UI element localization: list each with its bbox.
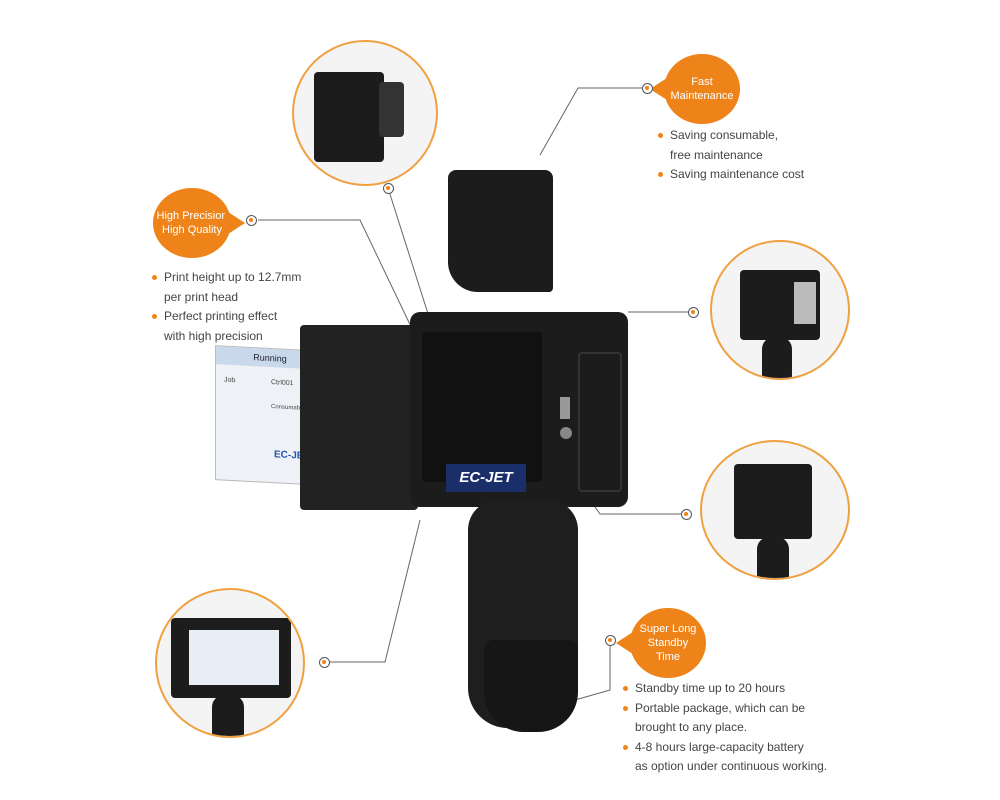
- bullet-text: per print head: [164, 289, 239, 304]
- bullet-text: with high precision: [164, 328, 263, 343]
- callout-dot: [383, 183, 394, 194]
- feature-list-standby-time: Standby time up to 20 hours Portable pac…: [623, 679, 827, 777]
- feature-bullet: 4-8 hours large-capacity battery as optio…: [623, 738, 827, 777]
- callout-dot: [681, 509, 692, 520]
- feature-bullet: Saving maintenance cost: [658, 165, 804, 185]
- cartridge-clip: [379, 82, 404, 137]
- bullet-text: brought to any place.: [635, 720, 748, 734]
- detail-circle-side-view: [710, 240, 850, 380]
- callout-dot: [605, 635, 616, 646]
- printer-body: EC-JET: [410, 312, 628, 507]
- screen-job-value: Ctrl001: [271, 379, 294, 388]
- bullet-text: 4-8 hours large-capacity battery: [635, 739, 804, 754]
- screen-cover: [300, 325, 418, 510]
- printer-handle-photo: [762, 337, 792, 378]
- side-frame: [578, 352, 622, 492]
- badge-text: Fast: [691, 76, 713, 88]
- feature-list-fast-maintenance: Saving consumable, free maintenance Savin…: [658, 126, 804, 185]
- battery-cap: [484, 640, 578, 732]
- badge-text: Standby: [647, 637, 689, 649]
- printer-handle-photo: [212, 695, 244, 736]
- callout-dot: [246, 215, 257, 226]
- bullet-text: as option under continuous working.: [635, 759, 828, 773]
- badge-text: High Quality: [162, 224, 222, 236]
- screen-job-label: Job: [224, 376, 236, 385]
- detail-circle-back-view: [700, 440, 850, 580]
- callout-dot: [319, 657, 330, 668]
- printer-front-recess: [422, 332, 542, 482]
- ink-cartridge: [448, 170, 553, 292]
- bullet-text: Standby time up to 20 hours: [635, 681, 786, 695]
- feature-bullet: Saving consumable, free maintenance: [658, 126, 804, 165]
- badge-text: High Precision: [156, 210, 228, 222]
- detail-circle-cartridge: [292, 40, 438, 186]
- cartridge-photo: [314, 72, 384, 162]
- feature-bullet: Portable package, which can be brought to…: [623, 699, 827, 738]
- printer-screen-photo: [189, 630, 279, 685]
- badge-text: Maintenance: [670, 90, 734, 102]
- brand-logo: EC-JET: [446, 464, 526, 492]
- printer-side-panel: [794, 282, 816, 324]
- callout-dot: [642, 83, 653, 94]
- badge-text: Super Long: [639, 623, 697, 635]
- feature-bullet: Standby time up to 20 hours: [623, 679, 827, 699]
- bullet-text: Perfect printing effect: [164, 309, 278, 323]
- power-button-icon: [560, 427, 572, 439]
- printer-handle-photo: [757, 537, 789, 578]
- bullet-text: Print height up to 12.7mm: [164, 270, 302, 284]
- bullet-text: Saving consumable,: [670, 128, 779, 142]
- detail-circle-front-view: [155, 588, 305, 738]
- bullet-text: free maintenance: [670, 147, 763, 162]
- bullet-text: Portable package, which can be: [635, 700, 806, 715]
- bullet-text: Saving maintenance cost: [670, 167, 805, 181]
- feature-bullet: Print height up to 12.7mm per print head: [152, 268, 301, 307]
- badge-text: Time: [655, 651, 681, 663]
- printer-body-photo: [734, 464, 812, 539]
- feature-bullet: Perfect printing effect with high precisi…: [152, 307, 301, 346]
- callout-dot: [688, 307, 699, 318]
- usb-port-icon: [560, 397, 570, 419]
